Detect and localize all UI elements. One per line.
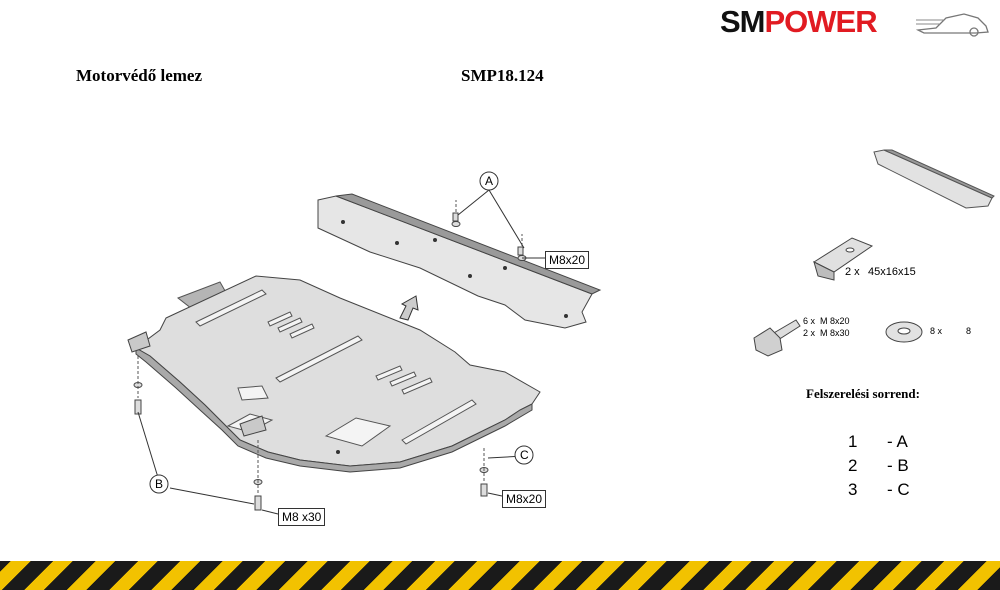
bolt-line2-size: M 8x30 bbox=[820, 328, 850, 338]
front-rail-drawing bbox=[317, 193, 602, 329]
order-row-1-num: 1 bbox=[848, 432, 858, 451]
washer-size: 8 bbox=[966, 326, 972, 336]
washer-qty: 8 x bbox=[930, 326, 943, 336]
label-c-bolt-size: M8x20 bbox=[502, 490, 547, 508]
callout-c: C bbox=[520, 448, 529, 462]
bolt-line2-qty: 2 x bbox=[803, 328, 816, 338]
order-row-3-num: 3 bbox=[848, 480, 858, 499]
brand-logo-text: SMPOWER bbox=[720, 4, 878, 40]
label-a-bolt-size: M8x20 bbox=[545, 251, 590, 269]
bracket-qty: 2 x bbox=[845, 266, 860, 278]
brand-logo-part2: POWER bbox=[764, 4, 878, 39]
washer-drawing bbox=[885, 321, 923, 343]
callout-b: B bbox=[155, 477, 164, 491]
callout-a: A bbox=[485, 174, 494, 188]
legend-rail-drawing bbox=[873, 149, 995, 209]
order-row-1-letter: - A bbox=[887, 432, 908, 451]
product-code: SMP18.124 bbox=[461, 66, 544, 85]
order-row-2-num: 2 bbox=[848, 456, 858, 475]
bolt-line1-qty: 6 x bbox=[803, 316, 816, 326]
bolt-line1-size: M 8x20 bbox=[820, 316, 850, 326]
skid-plate-drawing bbox=[127, 275, 541, 473]
bracket-drawing bbox=[812, 237, 874, 281]
bolts-drawing bbox=[133, 212, 527, 511]
bracket-size: 45x16x15 bbox=[868, 266, 916, 278]
brand-logo-part1: SM bbox=[720, 4, 765, 39]
page-title: Motorvédő lemez bbox=[76, 66, 203, 85]
brand-car-icon bbox=[916, 13, 989, 37]
order-row-3-letter: - C bbox=[887, 480, 910, 499]
brand-logo: SMPOWER bbox=[720, 4, 990, 40]
order-title: Felszerelési sorrend: bbox=[806, 386, 920, 401]
hazard-stripe-footer bbox=[0, 561, 1000, 590]
assembly-diagram bbox=[127, 149, 995, 515]
order-row-2-letter: - B bbox=[887, 456, 909, 475]
direction-arrow-icon bbox=[399, 295, 419, 321]
bolt-drawing bbox=[753, 319, 801, 357]
label-b-bolt-size: M8 x30 bbox=[278, 508, 326, 526]
